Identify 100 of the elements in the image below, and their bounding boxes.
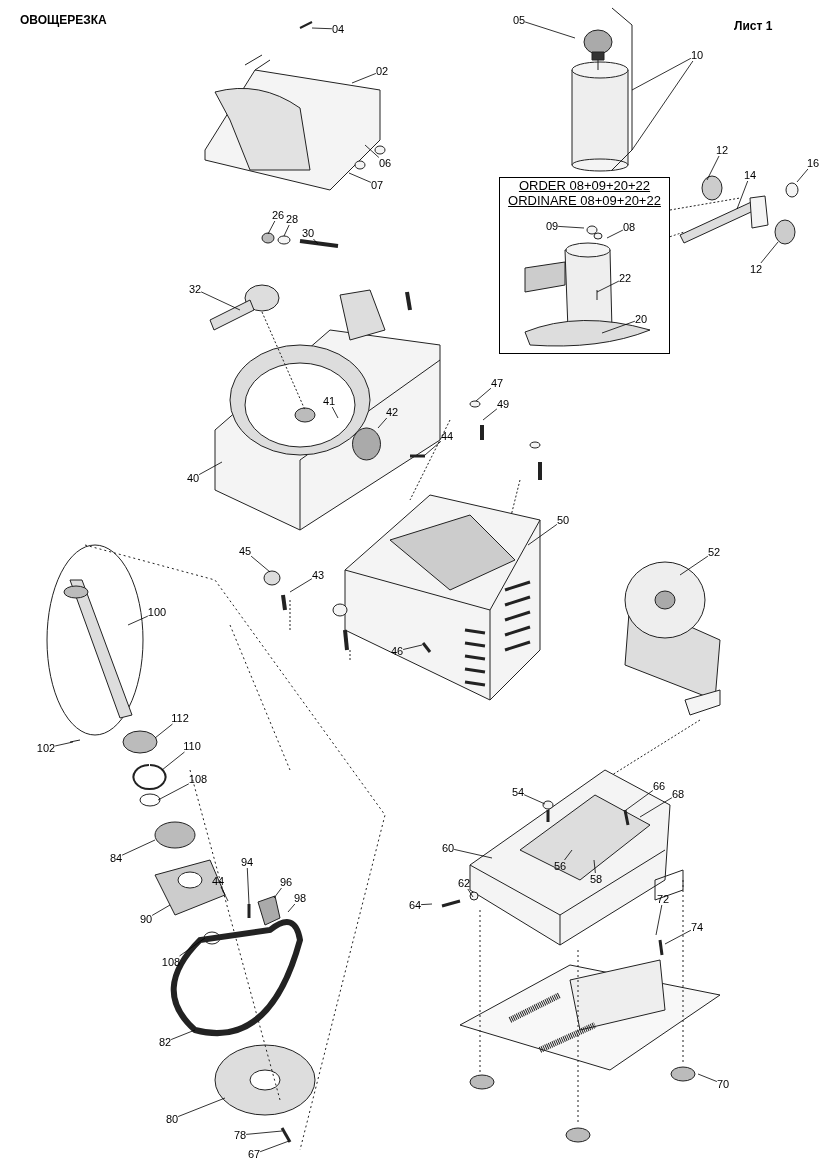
callout-number: 49 xyxy=(496,398,510,410)
callout-number: 14 xyxy=(743,169,757,181)
leader-line xyxy=(267,220,276,235)
leader-line xyxy=(596,280,620,293)
callout-number: 100 xyxy=(147,606,167,618)
leader-line xyxy=(289,578,313,593)
leader-line xyxy=(351,73,377,84)
callout-number: 110 xyxy=(183,740,201,752)
leader-line xyxy=(736,180,749,210)
leader-line xyxy=(655,904,663,936)
callout-number: 41 xyxy=(322,395,336,407)
leader-line xyxy=(157,783,190,801)
callout-number: 12 xyxy=(715,144,729,156)
leader-line xyxy=(453,849,493,859)
callout-number: 98 xyxy=(293,892,307,904)
leader-line xyxy=(121,839,156,856)
leader-line xyxy=(198,461,223,475)
callout-number: 16 xyxy=(806,157,820,169)
leader-line xyxy=(420,903,433,906)
leader-line xyxy=(364,144,380,158)
callout-number: 112 xyxy=(171,712,189,724)
leader-line xyxy=(796,168,809,183)
callout-number: 44 xyxy=(211,875,225,887)
leader-line xyxy=(283,224,290,237)
leader-line xyxy=(523,794,546,805)
leader-line xyxy=(377,417,388,429)
leader-line xyxy=(564,849,573,861)
callout-number: 32 xyxy=(188,283,202,295)
callout-number: 42 xyxy=(385,406,399,418)
leader-line xyxy=(593,859,596,874)
leader-line xyxy=(697,1073,718,1082)
callout-number: 12 xyxy=(749,263,763,275)
callout-number: 26 xyxy=(271,209,285,221)
callout-number: 22 xyxy=(618,272,632,284)
callout-number: 74 xyxy=(690,921,704,933)
leader-line xyxy=(606,229,624,239)
callout-number: 58 xyxy=(589,873,603,885)
callout-number: 04 xyxy=(331,23,345,35)
callout-number: 78 xyxy=(233,1129,247,1141)
leader-line xyxy=(348,172,372,183)
sheet-number: Лист 1 xyxy=(734,19,773,33)
callout-number: 84 xyxy=(109,852,123,864)
callout-number: 64 xyxy=(408,899,422,911)
callout-number: 06 xyxy=(378,157,392,169)
leader-line xyxy=(402,644,423,650)
callout-number: 45 xyxy=(238,545,252,557)
leader-line xyxy=(245,1130,283,1135)
callout-number: 108 xyxy=(161,956,181,968)
leader-line xyxy=(170,1029,196,1040)
callout-number: 56 xyxy=(553,860,567,872)
leader-line xyxy=(273,887,282,899)
callout-number: 96 xyxy=(279,876,293,888)
leader-line xyxy=(527,524,558,546)
leader-line xyxy=(246,867,250,905)
callout-number: 10 xyxy=(690,49,704,61)
callout-number: 90 xyxy=(139,913,153,925)
callout-number: 67 xyxy=(247,1148,261,1160)
callout-number: 52 xyxy=(707,546,721,558)
parts-set-frame xyxy=(499,177,670,354)
leader-line xyxy=(287,903,296,913)
leader-line xyxy=(54,741,74,747)
leader-line xyxy=(706,155,720,181)
callout-number: 02 xyxy=(375,65,389,77)
leader-line xyxy=(250,555,271,573)
leader-line xyxy=(631,57,692,91)
callout-number: 09 xyxy=(545,220,559,232)
leader-line xyxy=(625,790,654,811)
leader-line xyxy=(760,241,779,264)
leader-line xyxy=(557,226,585,229)
callout-number: 47 xyxy=(490,377,504,389)
callout-number: 66 xyxy=(652,780,666,792)
callout-number: 46 xyxy=(390,645,404,657)
leader-line xyxy=(424,440,442,456)
leader-line xyxy=(154,723,173,739)
callout-number: 70 xyxy=(716,1078,730,1090)
callout-number: 60 xyxy=(441,842,455,854)
leader-line xyxy=(467,888,474,898)
leader-line xyxy=(127,615,149,626)
leader-line xyxy=(200,291,241,311)
callout-number: 82 xyxy=(158,1036,172,1048)
callout-number: 07 xyxy=(370,179,384,191)
callout-number: 72 xyxy=(656,893,670,905)
order-note: ORDINARE 08+09+20+22 xyxy=(507,193,662,208)
callout-number: 94 xyxy=(240,856,254,868)
callout-number: 40 xyxy=(186,472,200,484)
leader-line xyxy=(331,406,339,419)
callout-number: 54 xyxy=(511,786,525,798)
leader-line xyxy=(631,60,694,151)
leader-line xyxy=(179,937,206,957)
callout-number: 80 xyxy=(165,1113,179,1125)
title: ОВОЩЕРЕЗКА xyxy=(20,13,107,27)
leader-line xyxy=(664,929,692,945)
leader-line xyxy=(679,555,709,576)
callout-number: 43 xyxy=(311,569,325,581)
order-note: ORDER 08+09+20+22 xyxy=(517,178,652,193)
leader-line xyxy=(475,387,492,402)
callout-number: 05 xyxy=(512,14,526,26)
callout-number: 62 xyxy=(457,877,471,889)
leader-line xyxy=(601,320,636,334)
leader-line xyxy=(669,231,685,238)
